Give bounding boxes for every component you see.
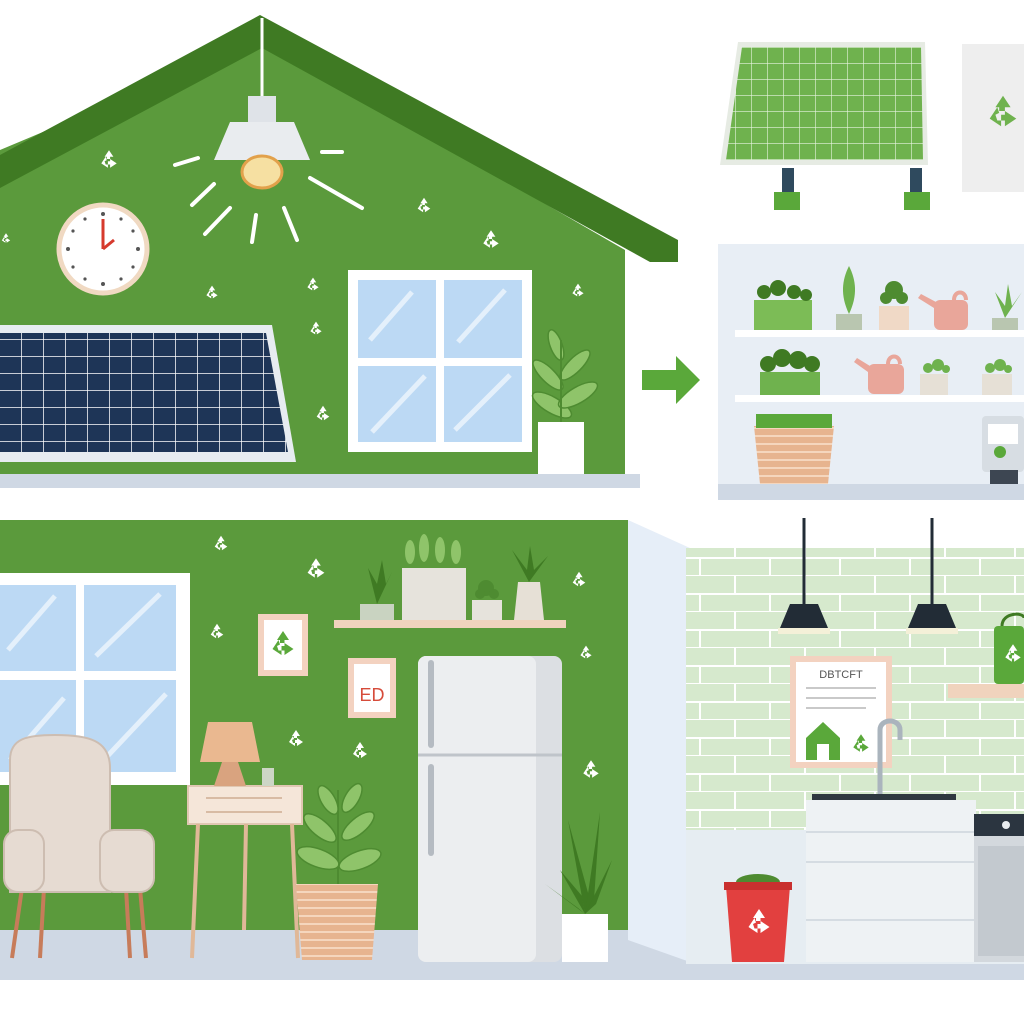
faucet-icon [812, 718, 956, 802]
plant-icon [360, 534, 548, 620]
compost-device [982, 416, 1024, 484]
side-table [187, 785, 303, 959]
clock-icon [56, 202, 150, 296]
roof [0, 15, 678, 262]
plant-icon [754, 266, 1022, 484]
plant-icon [531, 329, 599, 474]
arrow-right-icon [642, 356, 700, 404]
recycle-frame [258, 614, 308, 676]
table-lamp [200, 722, 274, 786]
small-frame: ED [348, 658, 396, 718]
shelf-middle [735, 395, 1024, 402]
recycle-bin-icon [724, 874, 792, 962]
house-upper [0, 15, 678, 488]
watering-can-icon [854, 290, 968, 394]
recycle-bag [994, 612, 1024, 684]
armchair [3, 733, 155, 959]
recycle-poster [962, 44, 1024, 192]
pendant-lamp-icon [778, 518, 958, 634]
shelf-top [735, 330, 1024, 337]
plant-icon [296, 782, 382, 960]
kitchen-counter [806, 800, 976, 962]
wall-shelf [334, 534, 566, 628]
solar-panel-icon [720, 42, 930, 210]
solar-panel-icon [0, 325, 296, 462]
window-upper [348, 270, 532, 452]
eco-poster: DBTCFT [790, 656, 892, 768]
eco-poster-title: DBTCFT [819, 669, 863, 681]
small-frame-text: ED [359, 685, 384, 705]
living-room: ED [0, 520, 1024, 980]
light-bulb-icon [173, 18, 364, 244]
refrigerator [418, 656, 562, 962]
plant-shelf-room [718, 244, 1024, 500]
kitchen: DBTCFT [628, 518, 1024, 964]
floor-upper [0, 474, 640, 488]
plant-icon [545, 812, 612, 962]
